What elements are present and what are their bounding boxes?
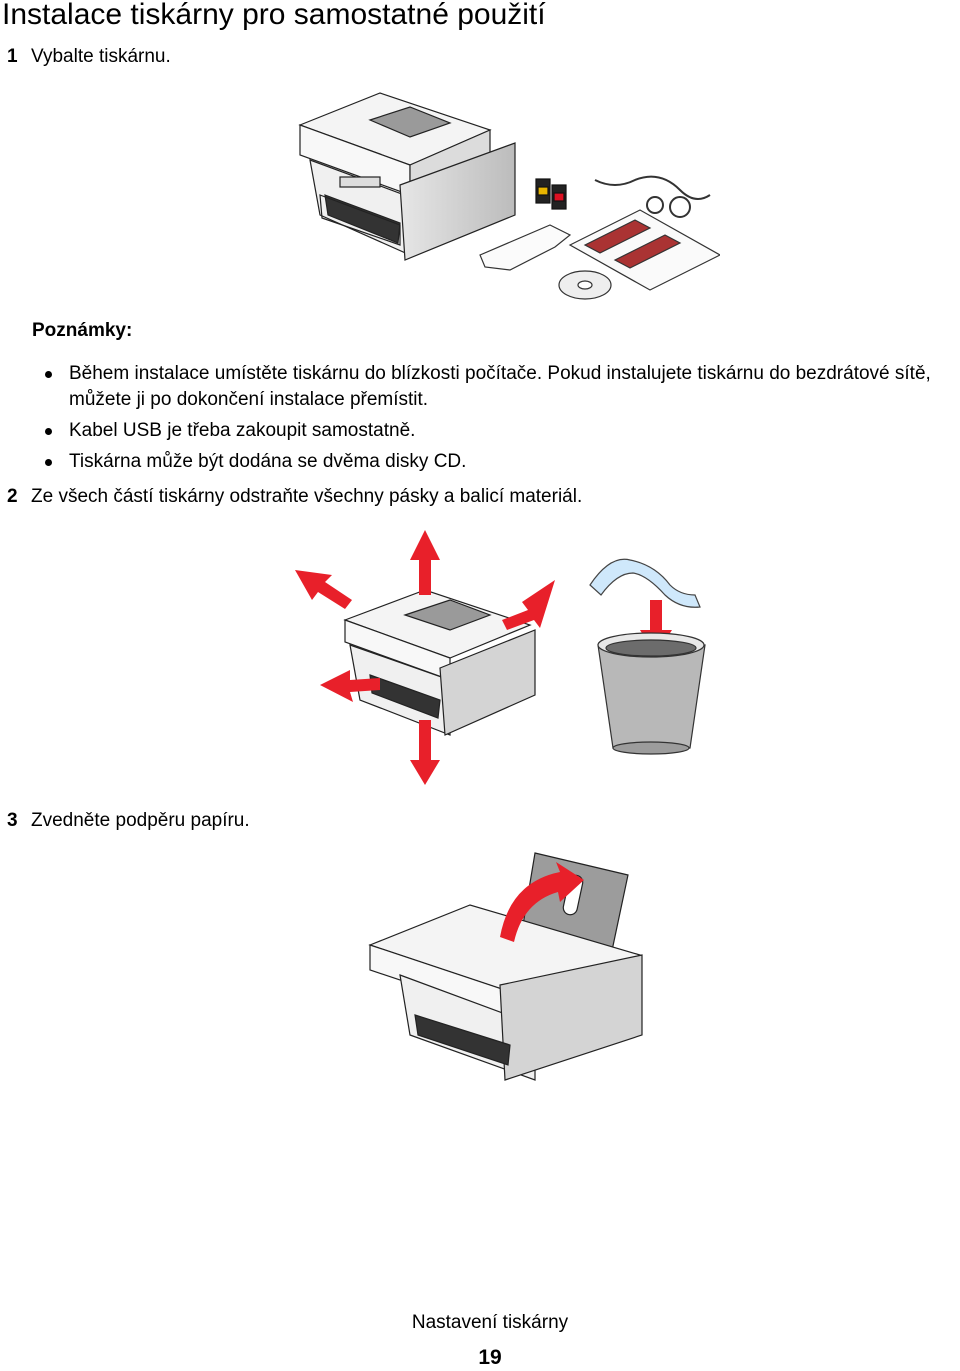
step-number: 3 xyxy=(7,810,18,831)
step-3: 3 Zvedněte podpěru papíru. xyxy=(7,810,250,832)
step-2: 2 Ze všech částí tiskárny odstraňte všech… xyxy=(7,486,582,508)
step-number: 2 xyxy=(7,486,18,507)
paper-guide-icon xyxy=(479,224,572,271)
page-title: Instalace tiskárny pro samostatné použit… xyxy=(2,0,546,31)
step-1: 1 Vybalte tiskárnu. xyxy=(7,46,171,68)
step-text: Ze všech částí tiskárny odstraňte všechn… xyxy=(31,486,583,507)
trash-can-icon xyxy=(597,632,706,755)
note-text: Během instalace umístěte tiskárnu do blí… xyxy=(69,363,931,410)
notes-heading: Poznámky: xyxy=(32,320,133,341)
note-item: Kabel USB je třeba zakoupit samostatně. xyxy=(45,418,416,444)
arrow-icon xyxy=(500,862,584,942)
setup-sheet-icon xyxy=(568,209,720,291)
unpack-illustration xyxy=(298,92,720,300)
printer-icon xyxy=(343,589,536,736)
bullet-icon xyxy=(45,459,52,466)
tape-strip-icon xyxy=(589,558,701,608)
note-text: Kabel USB je třeba zakoupit samostatně. xyxy=(69,420,416,441)
remove-packing-illustration xyxy=(295,530,706,785)
arrow-icon xyxy=(295,530,555,785)
step-text: Vybalte tiskárnu. xyxy=(31,46,171,67)
paper-support-illustration xyxy=(368,852,643,1081)
ink-cartridge-icon xyxy=(535,178,567,210)
printer-icon xyxy=(368,904,643,1081)
note-item: Tiskárna může být dodána se dvěma disky … xyxy=(45,449,467,475)
note-item: Během instalace umístěte tiskárnu do blí… xyxy=(45,361,959,413)
step-text: Zvedněte podpěru papíru. xyxy=(31,810,250,831)
cd-icon xyxy=(558,270,612,300)
printer-icon xyxy=(298,92,516,261)
bullet-icon xyxy=(45,371,52,378)
note-text: Tiskárna může být dodána se dvěma disky … xyxy=(69,451,467,472)
page-number: 19 xyxy=(478,1346,502,1369)
power-cable-icon xyxy=(594,175,711,218)
step-number: 1 xyxy=(7,46,18,67)
footer-section-label: Nastavení tiskárny xyxy=(411,1312,569,1333)
bullet-icon xyxy=(45,428,52,435)
